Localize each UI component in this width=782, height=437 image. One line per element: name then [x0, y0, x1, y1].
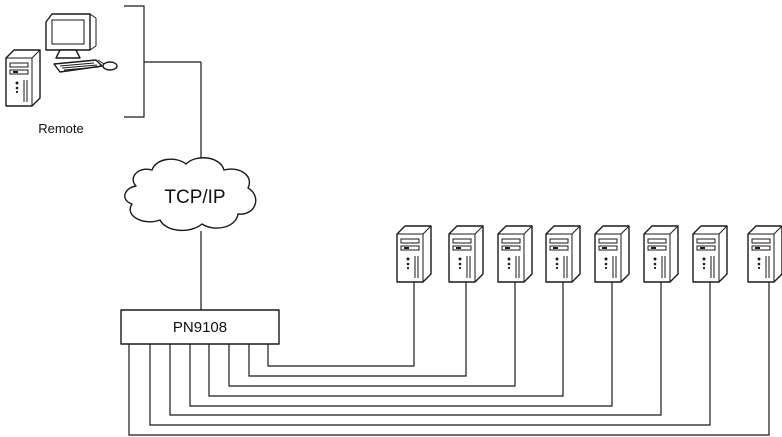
- server-2-icon: [448, 225, 484, 283]
- pn9108-device: PN9108: [120, 309, 280, 345]
- server-7-icon: [692, 225, 728, 283]
- remote-bracket: [124, 5, 145, 118]
- keyboard-icon: [53, 59, 103, 73]
- mouse-icon: [97, 59, 118, 71]
- power-cables: [128, 282, 770, 436]
- cable-8: [128, 282, 770, 436]
- remote-workstation: Remote: [5, 5, 202, 170]
- cable-4: [208, 282, 564, 397]
- monitor-icon: [45, 13, 97, 59]
- server-6-icon: [643, 225, 679, 283]
- cable-5: [189, 282, 613, 407]
- cable-2: [248, 282, 467, 377]
- device-label: PN9108: [173, 319, 227, 336]
- server-4-icon: [545, 225, 581, 283]
- server-3-icon: [497, 225, 533, 283]
- cable-7: [149, 282, 711, 426]
- servers: [396, 225, 782, 283]
- cloud-shape: [124, 157, 257, 231]
- remote-tower-icon: [5, 49, 41, 107]
- remote-label: Remote: [38, 121, 84, 136]
- server-5-icon: [594, 225, 630, 283]
- network-label: TCP/IP: [164, 187, 225, 208]
- server-8-icon: [747, 225, 782, 283]
- cable-3: [228, 282, 516, 387]
- cable-1: [267, 282, 415, 367]
- tcpip-cloud: TCP/IP: [124, 157, 257, 231]
- device-box: [120, 309, 280, 345]
- server-1-icon: [396, 225, 432, 283]
- cable-6: [169, 282, 662, 416]
